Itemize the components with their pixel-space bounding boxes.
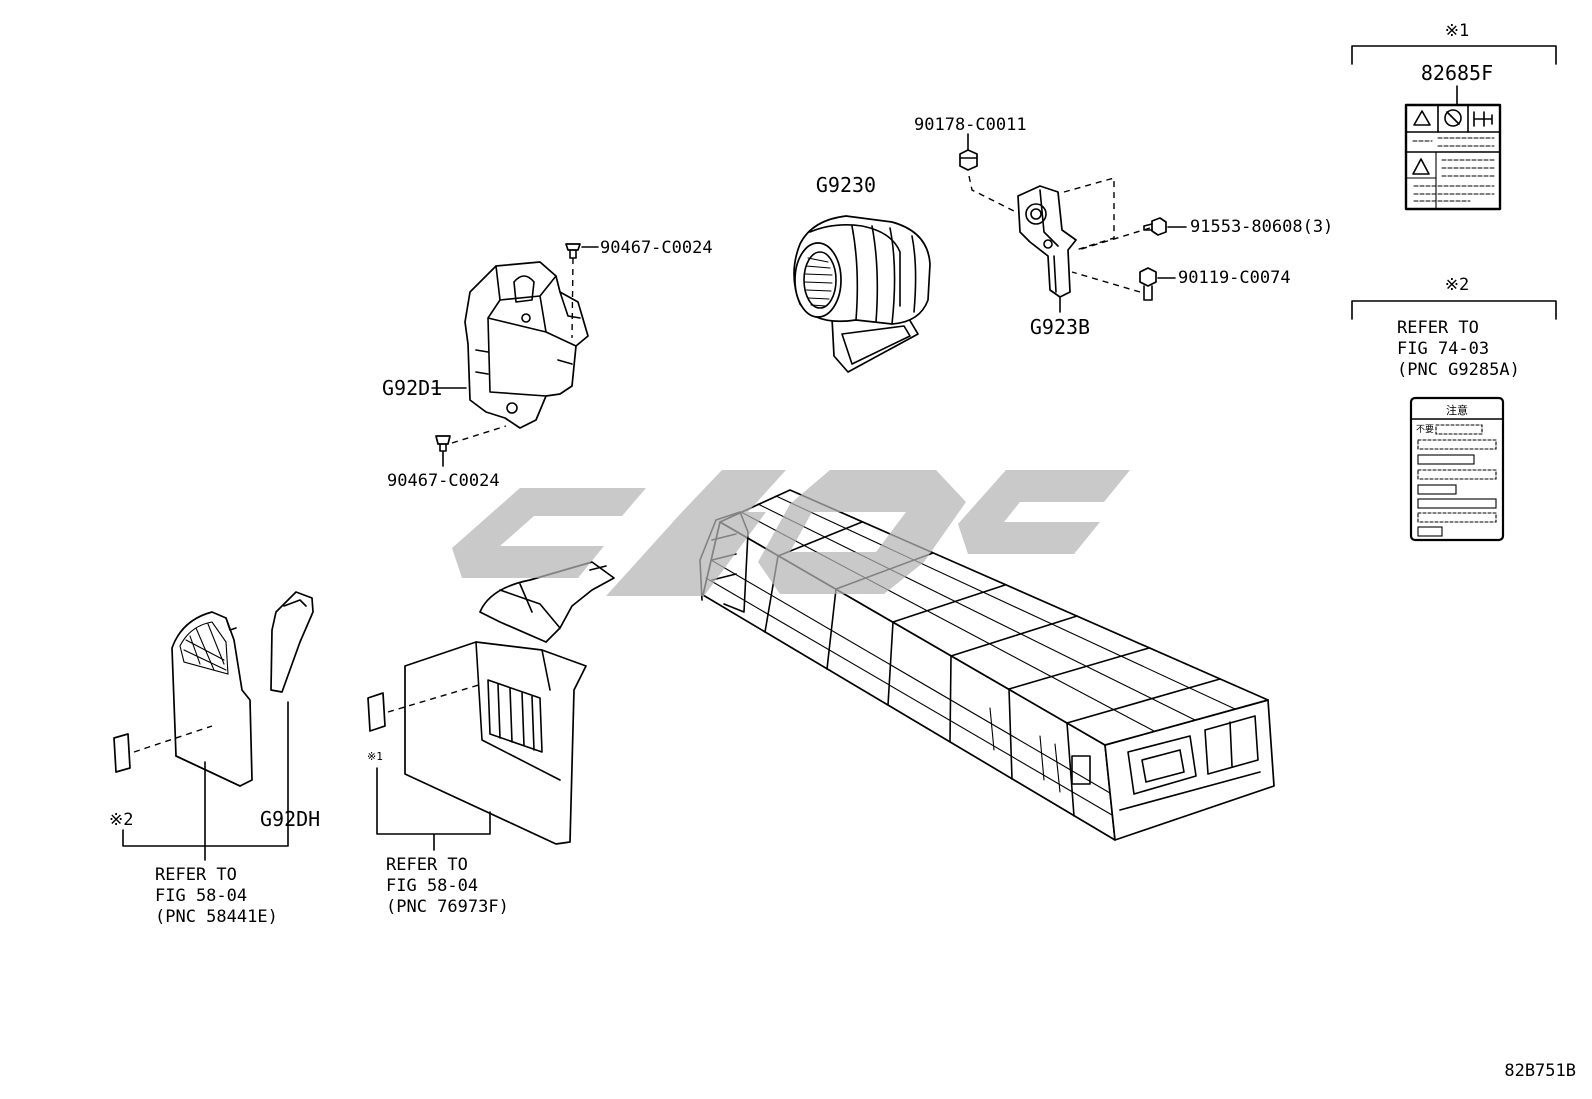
bracket-hole bbox=[1025, 203, 1047, 225]
clip-icon bbox=[435, 435, 451, 445]
battery-top-ridges bbox=[740, 495, 1236, 732]
bolt-icon bbox=[1139, 267, 1157, 287]
panel-vents bbox=[487, 679, 543, 753]
panel-back-frame bbox=[479, 561, 615, 643]
nut-install-line bbox=[968, 175, 1021, 215]
battery-terminal bbox=[1071, 755, 1091, 785]
mid-tag-mark: ※1 bbox=[367, 750, 383, 763]
note2-ref-line2: FIG 74-03 bbox=[1397, 339, 1489, 359]
screw-icon bbox=[1151, 217, 1167, 236]
side-panel-G92DH bbox=[270, 591, 314, 693]
blower-assembly-G9230: G9230 bbox=[793, 173, 931, 373]
middle-panel-group: ※1 REFER TO FIG 58-04 (PNC 76973F) bbox=[367, 561, 615, 917]
clip-top-90467-C0024: 90467-C0024 bbox=[565, 238, 713, 339]
mid-ref-line1: REFER TO bbox=[386, 855, 468, 875]
caution-label-heading: 注意 bbox=[1446, 403, 1468, 417]
battery-side-straps bbox=[764, 555, 1075, 817]
bracket-mount-outline bbox=[1063, 177, 1115, 251]
blower-part-number: G9230 bbox=[816, 173, 876, 197]
trim-panel bbox=[404, 641, 587, 845]
clip-install-line bbox=[571, 257, 574, 339]
mid-ref-line2: FIG 58-04 bbox=[386, 876, 478, 896]
left-tag bbox=[113, 733, 131, 773]
grille-mesh bbox=[179, 621, 229, 675]
left-tag-mark: ※2 bbox=[109, 810, 133, 830]
mid-ref-line3: (PNC 76973F) bbox=[386, 897, 509, 917]
clip-bottom-90467-C0024: 90467-C0024 bbox=[387, 425, 507, 491]
caution-label-text: 不要 bbox=[1416, 424, 1434, 435]
battery-side-band bbox=[705, 559, 1113, 816]
screw-91553-80608: 91553-80608(3) bbox=[1077, 217, 1333, 251]
clip-bottom-part-number: 90467-C0024 bbox=[387, 471, 500, 491]
note2-ref-line1: REFER TO bbox=[1397, 318, 1479, 338]
nut-part-number: 90178-C0011 bbox=[914, 115, 1027, 135]
bolt-part-number: 90119-C0074 bbox=[1178, 268, 1291, 288]
warning-triangle-icon bbox=[1412, 158, 1430, 175]
screw-install-line bbox=[1077, 227, 1151, 251]
battery-end-details bbox=[1119, 715, 1261, 811]
clip-install-line bbox=[451, 425, 507, 444]
grille-panel bbox=[171, 611, 253, 787]
bracket-part-number: G923B bbox=[1030, 315, 1090, 339]
battery-connector-box bbox=[1127, 735, 1197, 795]
clip-icon bbox=[565, 243, 581, 251]
note2-bracket bbox=[1351, 300, 1557, 320]
note2-ref-line3: (PNC G9285A) bbox=[1397, 360, 1520, 380]
hex-nut-icon bbox=[959, 149, 978, 171]
nut-90178-C0011: 90178-C0011 bbox=[914, 115, 1027, 215]
fan-blades bbox=[804, 257, 833, 307]
note2-mark: ※2 bbox=[1445, 275, 1469, 295]
left-panel-group: ※2 G92DH REFER TO FIG 58-04 (PNC 58441E) bbox=[109, 591, 320, 927]
bracket-body bbox=[1017, 185, 1077, 298]
duct-body bbox=[464, 261, 589, 429]
note1-mark: ※1 bbox=[1445, 21, 1469, 41]
clip-top-part-number: 90467-C0024 bbox=[600, 238, 713, 258]
warning-triangle-icon bbox=[1413, 110, 1431, 126]
tag-install-line bbox=[133, 725, 213, 753]
prohibited-icon bbox=[1444, 109, 1462, 127]
mid-ref-bracket bbox=[376, 767, 491, 851]
blower-intake bbox=[794, 242, 842, 318]
left-ref-line1: REFER TO bbox=[155, 865, 237, 885]
bolt-install-line bbox=[1071, 271, 1141, 293]
pictogram-icon bbox=[1473, 111, 1493, 127]
left-ref-line2: FIG 58-04 bbox=[155, 886, 247, 906]
duct-part-number: G92D1 bbox=[382, 376, 442, 400]
warning-label-82685F bbox=[1404, 103, 1502, 211]
left-ref-line3: (PNC 58441E) bbox=[155, 907, 278, 927]
bracket-G923B: G923B bbox=[1017, 177, 1115, 339]
mid-tag bbox=[367, 692, 386, 732]
diagram-id: 82B751B bbox=[1504, 1061, 1576, 1081]
left-panel-part-number: G92DH bbox=[260, 807, 320, 831]
tag-install-line bbox=[387, 683, 483, 713]
screw-part-number: 91553-80608(3) bbox=[1190, 217, 1333, 237]
watermark-logo bbox=[452, 470, 1130, 596]
note1-bracket bbox=[1351, 45, 1557, 65]
duct-G92D1: G92D1 bbox=[382, 261, 589, 429]
note2-group: ※2 REFER TO FIG 74-03 (PNC G9285A) 注意 不要 bbox=[1351, 275, 1557, 542]
bolt-90119-C0074: 90119-C0074 bbox=[1071, 267, 1291, 301]
note1-group: ※1 82685F bbox=[1351, 21, 1557, 211]
left-ref-bracket bbox=[122, 701, 289, 861]
caution-label-G9285A: 注意 不要 bbox=[1409, 396, 1505, 542]
note1-part-number: 82685F bbox=[1421, 61, 1493, 85]
